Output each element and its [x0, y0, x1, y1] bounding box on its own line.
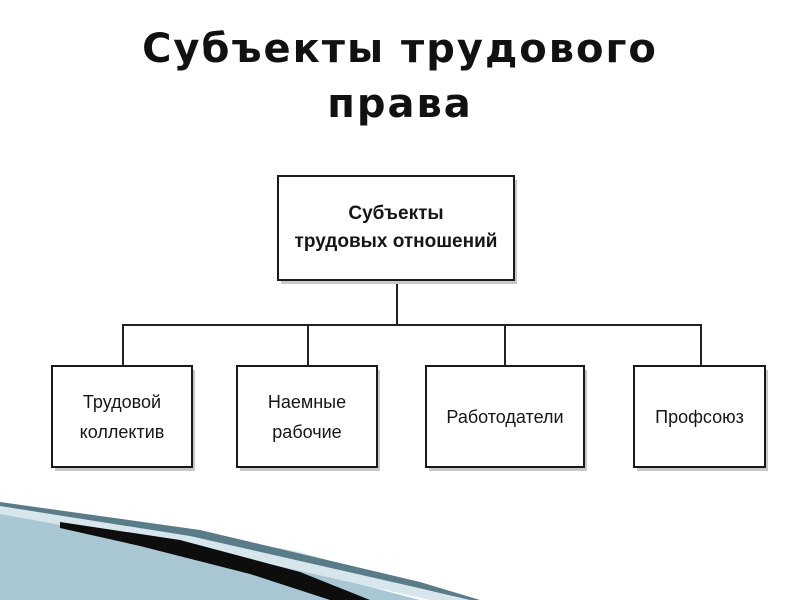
connector-drop-1 [122, 324, 124, 365]
swoosh-thin-line [0, 502, 480, 600]
swoosh-pale-band [0, 504, 470, 600]
slide-title-line-1: Субъекты трудового [142, 26, 658, 72]
connector-horizontal-bar [122, 324, 702, 326]
child-node-1-line-2: коллектив [79, 421, 165, 442]
child-node-2-line-1: Наемные [267, 391, 347, 412]
connector-drop-4 [700, 324, 702, 365]
connector-trunk [396, 281, 398, 325]
child-node-3-line-1: Работодатели [446, 406, 564, 427]
child-node-4-line-1: Профсоюз [655, 406, 744, 427]
root-node: Субъекты трудовых отношений [277, 175, 515, 281]
root-node-line-2: трудовых отношений [294, 231, 498, 252]
child-node-trade-union: Профсоюз [633, 365, 766, 468]
slide-title-line-2: права [327, 81, 473, 127]
slide-title: Субъекты трудового права [0, 22, 800, 132]
connector-drop-3 [504, 324, 506, 365]
swoosh-dark-band [60, 522, 370, 600]
child-node-2-line-2: рабочие [272, 421, 342, 442]
child-node-1-line-1: Трудовой [82, 391, 162, 412]
connector-drop-2 [307, 324, 309, 365]
child-node-employers: Работодатели [425, 365, 585, 468]
child-node-labor-collective: Трудовой коллектив [51, 365, 193, 468]
root-node-line-1: Субъекты [348, 203, 444, 224]
decorative-swoosh [0, 502, 480, 600]
child-node-hired-workers: Наемные рабочие [236, 365, 378, 468]
